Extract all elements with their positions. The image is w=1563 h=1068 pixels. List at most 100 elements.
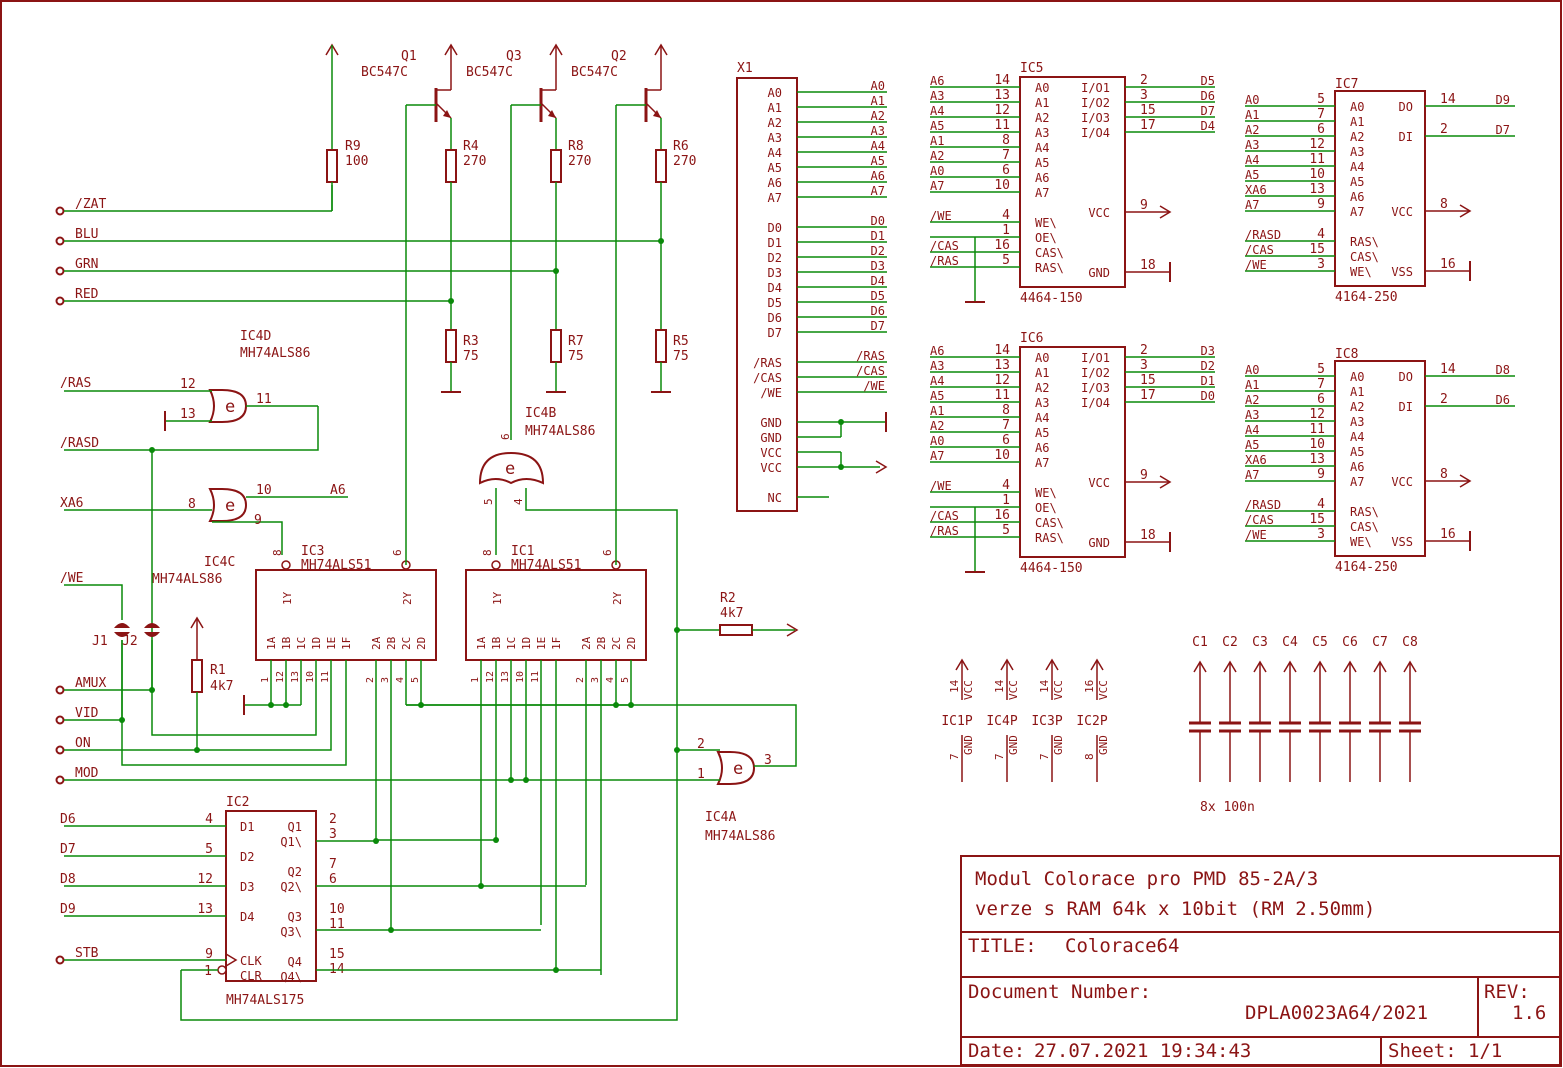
pin-name: 2A [370, 636, 383, 650]
connector-pin-name: VCC [760, 461, 782, 475]
inverted-input [217, 965, 227, 975]
pin-number: 13 [197, 902, 213, 917]
net-label: D4 [871, 274, 885, 288]
net-label: A7 [1245, 468, 1259, 482]
capacitor-ref: C4 [1282, 635, 1298, 650]
resistor-value: 270 [673, 154, 696, 169]
capacitor-ref: C1 [1192, 635, 1208, 650]
pin-name: A7 [1350, 205, 1364, 219]
pin-number: 16 [1440, 527, 1456, 542]
net-label: D1 [1201, 374, 1215, 388]
net-label: A0 [1245, 93, 1259, 107]
connector-pin-name: /CAS [753, 371, 782, 385]
connector-pin-name: D2 [768, 251, 782, 265]
title-value: Colorace64 [1065, 935, 1180, 957]
pin-name: WE\ [1350, 265, 1372, 279]
pin-name: A6 [1350, 460, 1364, 474]
net-label: A0 [871, 79, 885, 93]
net-label: D8 [60, 872, 76, 887]
pin-name: D2 [240, 850, 254, 864]
power-ref: IC1P [941, 714, 972, 729]
net-label: A0 [1245, 363, 1259, 377]
capacitor-ref: C5 [1312, 635, 1328, 650]
net-label: XA6 [1245, 453, 1267, 467]
pin-number: 12 [197, 872, 213, 887]
pin-name: GND [1097, 735, 1110, 755]
connector-pin-name: D3 [768, 266, 782, 280]
connector-pin-name: A4 [768, 146, 782, 160]
net-label: VID [75, 706, 99, 721]
net-label: A5 [1245, 168, 1259, 182]
pin-number: 5 [410, 677, 421, 683]
resistor-ref: R3 [463, 334, 479, 349]
connector-pin-name: A5 [768, 161, 782, 175]
pin-number: 8 [1002, 403, 1010, 418]
net-label: XA6 [60, 496, 83, 511]
pin-name: VSS [1391, 535, 1413, 549]
pin-number: 7 [993, 753, 1006, 760]
connector-pin-name: A2 [768, 116, 782, 130]
pin-name: DO [1399, 370, 1413, 384]
pin-name: GND [1052, 735, 1065, 755]
pin-name: VCC [1391, 475, 1413, 489]
net-label: /WE [930, 209, 952, 223]
pin-number: 7 [1317, 377, 1325, 392]
pin-number: 10 [329, 902, 345, 917]
pin-number: 15 [329, 947, 345, 962]
pin-name: VCC [1007, 680, 1020, 700]
xor-gate-symbol: e [225, 496, 235, 516]
net-label: D2 [1201, 359, 1215, 373]
junction-dot [674, 747, 680, 753]
pin-name: Q1\ [280, 835, 302, 849]
pin-number: 1 [470, 677, 481, 683]
resistor-body [655, 149, 667, 183]
pin-number: 15 [1140, 103, 1156, 118]
pin-number: 12 [1309, 137, 1325, 152]
pin-number: 2 [1140, 343, 1148, 358]
net-label: A2 [871, 109, 885, 123]
xor-gate-symbol: e [733, 759, 743, 779]
pin-name: I/O1 [1081, 81, 1110, 95]
pin-number: 4 [1317, 497, 1325, 512]
pin-name: A1 [1350, 385, 1364, 399]
net-label: A6 [930, 74, 944, 88]
pin-name: 1Y [281, 591, 294, 605]
pin-name: GND [1088, 266, 1110, 280]
net-label: A3 [930, 89, 944, 103]
pin-number: 1 [1002, 493, 1010, 508]
resistor-body [326, 149, 338, 183]
pin-name: 2C [610, 637, 623, 650]
pin-number: 2 [697, 737, 705, 752]
transistor-type: BC547C [466, 65, 513, 80]
connector-pin-name: D1 [768, 236, 782, 250]
pin-name: 1C [505, 637, 518, 650]
net-label: A2 [1245, 393, 1259, 407]
sheet-value: 1/1 [1468, 1040, 1503, 1062]
pin-number: 11 [1309, 422, 1325, 437]
xor-gate-symbol: e [505, 459, 515, 479]
pin-number: 5 [205, 842, 213, 857]
input-pad [55, 775, 65, 785]
net-label: /WE [60, 571, 83, 586]
title-heading-line2: verze s RAM 64k x 10bit (RM 2.50mm) [975, 898, 1376, 920]
pin-number: 11 [994, 118, 1010, 133]
pin-name: A5 [1350, 175, 1364, 189]
pin-number: 13 [290, 671, 301, 683]
resistor-ref: R1 [210, 663, 226, 678]
pin-number: 16 [1440, 257, 1456, 272]
pin-name: Q3\ [280, 925, 302, 939]
net-label: /CAS [930, 509, 959, 523]
pin-name: D3 [240, 880, 254, 894]
connector-pin-name: D7 [768, 326, 782, 340]
pin-name: DI [1399, 400, 1413, 414]
pin-name: A4 [1035, 411, 1049, 425]
resistor-ref: R4 [463, 139, 479, 154]
net-label: D6 [60, 812, 76, 827]
pin-name: VCC [1097, 680, 1110, 700]
pin-name: A6 [1350, 190, 1364, 204]
pin-name: RAS\ [1350, 505, 1379, 519]
supply-arrow-right [875, 460, 888, 474]
pin-number: 14 [1440, 362, 1456, 377]
pin-name: OE\ [1035, 231, 1057, 245]
pin-name: 1E [325, 637, 338, 650]
